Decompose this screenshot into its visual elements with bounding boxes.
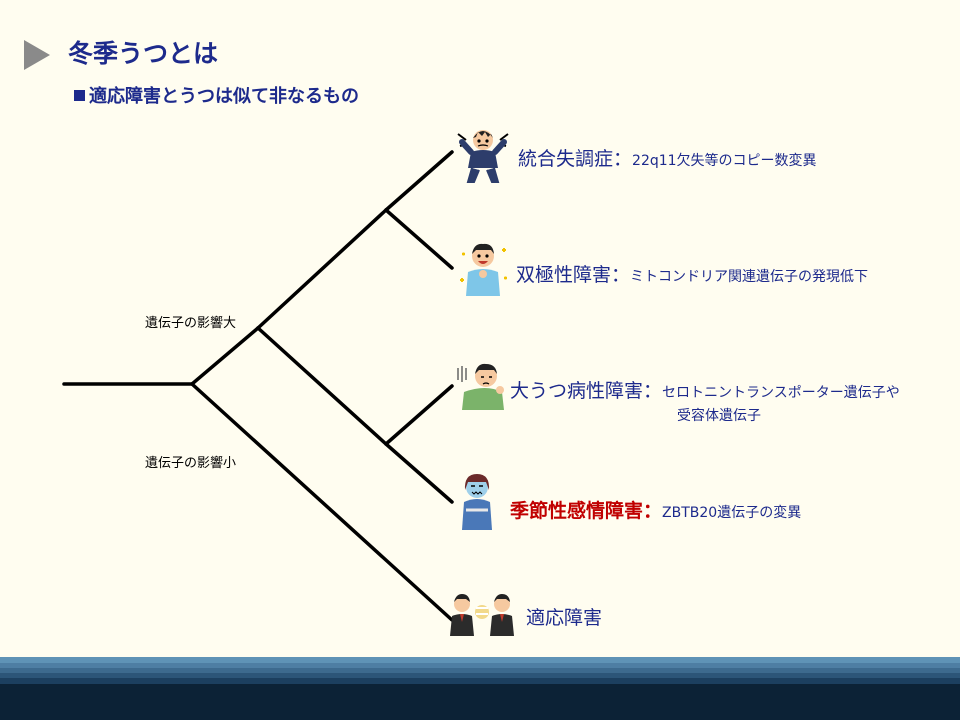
- tree-branch-upper-upper: [256, 208, 388, 330]
- footer-stripe: [0, 663, 960, 668]
- square-bullet-icon: [74, 90, 85, 101]
- tree-branch-upper-lower: [256, 326, 388, 446]
- footer-band: [0, 657, 960, 720]
- subtitle: 適応障害とうつは似て非なるもの: [74, 82, 359, 108]
- tree-branch-to-sad: [384, 442, 454, 504]
- separator: ：: [643, 500, 663, 522]
- tree-branch-to-schizophrenia: [384, 150, 454, 212]
- footer-stripe: [0, 684, 960, 720]
- page-title: 冬季うつとは: [68, 39, 219, 68]
- excited-person-icon: [460, 243, 507, 296]
- disorder-seasonal-affective: 季節性感情障害：ZBTB20遺伝子の変異: [510, 496, 801, 523]
- disorder-name: 季節性感情障害: [510, 500, 644, 522]
- disorder-name: 大うつ病性障害: [510, 380, 644, 402]
- gene-note: ZBTB20遺伝子の変異: [662, 505, 802, 521]
- footer-stripe: [0, 668, 960, 673]
- branch-label-low: 遺伝子の影響小: [145, 456, 237, 471]
- disorder-adjustment: 適応障害: [526, 603, 602, 630]
- office-workers-icon: [450, 594, 514, 636]
- title-arrow-icon: [24, 40, 50, 70]
- tree-branch-to-depression: [384, 384, 454, 446]
- disorder-name: 双極性障害: [516, 264, 612, 286]
- cold-person-icon: [462, 474, 492, 530]
- gene-note: 22q11欠失等のコピー数変異: [632, 153, 817, 169]
- separator: ：: [611, 264, 631, 286]
- tree-branch-upper: [190, 326, 260, 386]
- stressed-person-icon: [457, 130, 509, 183]
- footer-stripe: [0, 673, 960, 678]
- disorder-schizophrenia: 統合失調症：22q11欠失等のコピー数変異: [518, 144, 817, 171]
- depressed-person-icon: [457, 363, 504, 410]
- branch-label-high: 遺伝子の影響大: [145, 316, 237, 331]
- tree-branch-to-adjustment: [190, 382, 454, 622]
- disorder-name: 適応障害: [526, 607, 603, 629]
- disorder-major-depression: 大うつ病性障害：セロトニントランスポーター遺伝子や 受容体遺伝子: [510, 376, 900, 425]
- tree-branch-to-bipolar: [384, 208, 454, 270]
- disorder-bipolar: 双極性障害：ミトコンドリア関連遺伝子の発現低下: [516, 260, 868, 287]
- separator: ：: [643, 380, 663, 402]
- disorder-name: 統合失調症: [518, 148, 614, 170]
- separator: ：: [613, 148, 633, 170]
- gene-note: ミトコンドリア関連遺伝子の発現低下: [630, 269, 869, 285]
- gene-note-line2: 受容体遺伝子: [677, 408, 761, 424]
- gene-note: セロトニントランスポーター遺伝子や: [662, 385, 900, 401]
- footer-stripe: [0, 678, 960, 684]
- footer-stripe: [0, 657, 960, 663]
- subtitle-text: 適応障害とうつは似て非なるもの: [89, 86, 359, 107]
